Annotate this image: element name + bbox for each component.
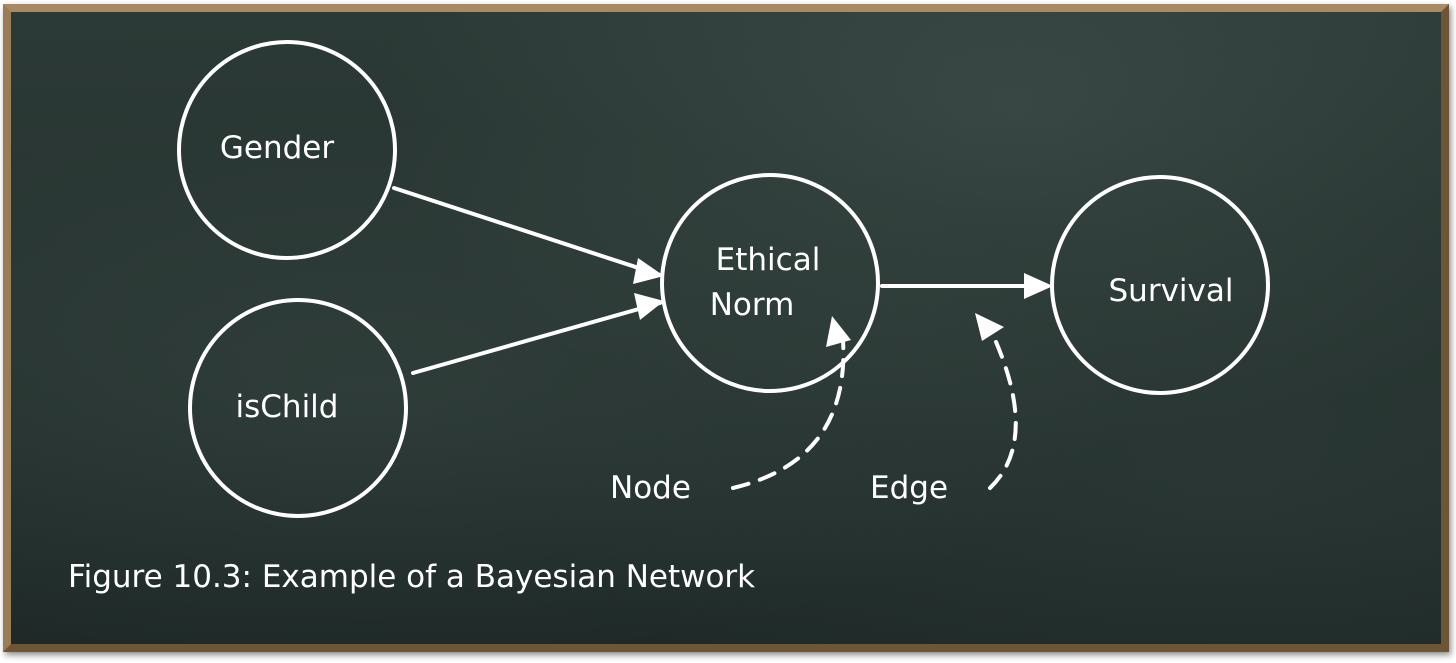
node-ischild-label: isChild [236, 389, 339, 425]
node-gender-label: Gender [220, 130, 334, 166]
edge-ischild-to-ethical-norm [411, 301, 662, 375]
edge-pointer-arrowhead [975, 313, 1004, 341]
chalkboard [3, 4, 1449, 652]
edge-survival-arrowhead [1024, 273, 1053, 299]
node-pointer-arrowhead [826, 316, 851, 347]
node-ethical-norm-label-line1: Ethical [716, 242, 821, 278]
figure-caption: Figure 10.3: Example of a Bayesian Netwo… [68, 559, 755, 595]
edge-pointer-dashed-arrow [988, 333, 1018, 490]
node-survival-label: Survival [1109, 273, 1234, 309]
node-ethical-norm: Ethical Norm [660, 173, 880, 393]
annotation-edge-label: Edge [870, 470, 948, 506]
edge-gender-to-ethical-norm [392, 186, 662, 277]
node-pointer-dashed-arrow [731, 338, 846, 490]
edge-gender-arrowhead [633, 258, 664, 284]
node-gender: Gender [177, 40, 397, 260]
node-ethical-norm-label-line2: Norm [710, 287, 795, 323]
node-ischild: isChild [188, 298, 408, 518]
edge-ischild-arrowhead [634, 293, 664, 320]
annotation-node-label: Node [610, 470, 691, 506]
node-survival: Survival [1050, 175, 1270, 395]
